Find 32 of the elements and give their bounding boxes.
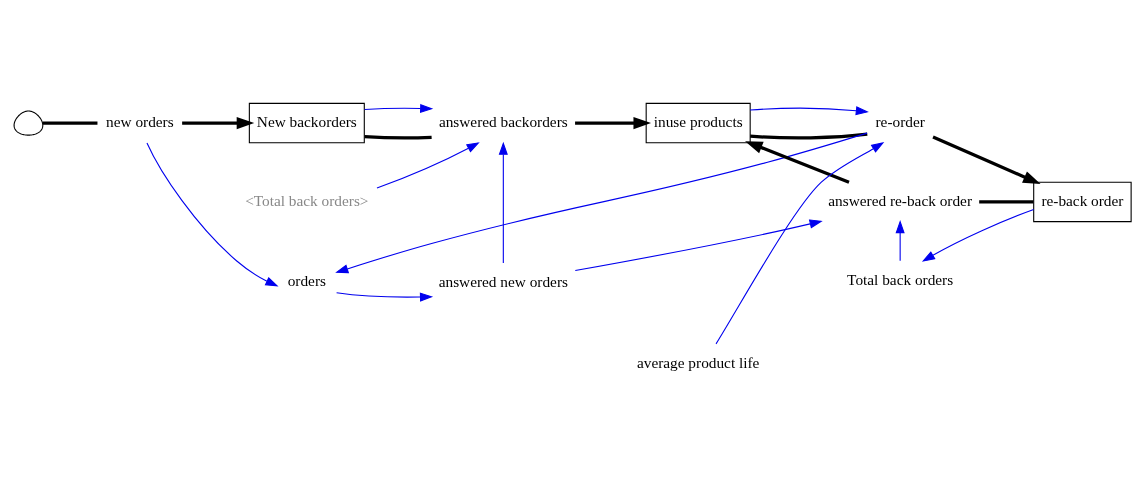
- arrow: [376, 142, 480, 189]
- connector: [979, 200, 1034, 204]
- node-box: New backorders: [248, 102, 365, 144]
- arrow: [182, 116, 255, 130]
- node-text: <Total back orders>: [245, 191, 369, 209]
- connector: [364, 135, 432, 140]
- arrow: [336, 292, 434, 302]
- arrow: [932, 135, 1041, 185]
- node-text: re-order: [875, 113, 925, 131]
- node-text: answered backorders: [438, 113, 568, 131]
- node-cloud: [13, 110, 44, 136]
- arrow: [895, 220, 905, 262]
- arrow: [574, 219, 823, 272]
- connector: [42, 121, 98, 125]
- arrow: [575, 116, 651, 130]
- connector: [750, 132, 868, 140]
- arrow: [749, 106, 869, 116]
- arrow: [921, 209, 1035, 262]
- node-box: inuse products: [645, 102, 751, 144]
- node-text: new orders: [106, 113, 174, 131]
- arrow: [335, 132, 868, 274]
- node-text: average product life: [636, 353, 760, 371]
- arrow: [364, 103, 434, 114]
- arrow: [745, 141, 850, 184]
- arrow: [146, 142, 279, 287]
- node-text: orders: [287, 271, 326, 289]
- node-text: Total back orders: [847, 270, 954, 288]
- node-box: re-back order: [1033, 181, 1132, 223]
- arrow: [715, 142, 885, 345]
- node-text: answered new orders: [438, 272, 568, 290]
- arrow: [498, 141, 508, 264]
- node-text: answered re-back order: [828, 191, 972, 209]
